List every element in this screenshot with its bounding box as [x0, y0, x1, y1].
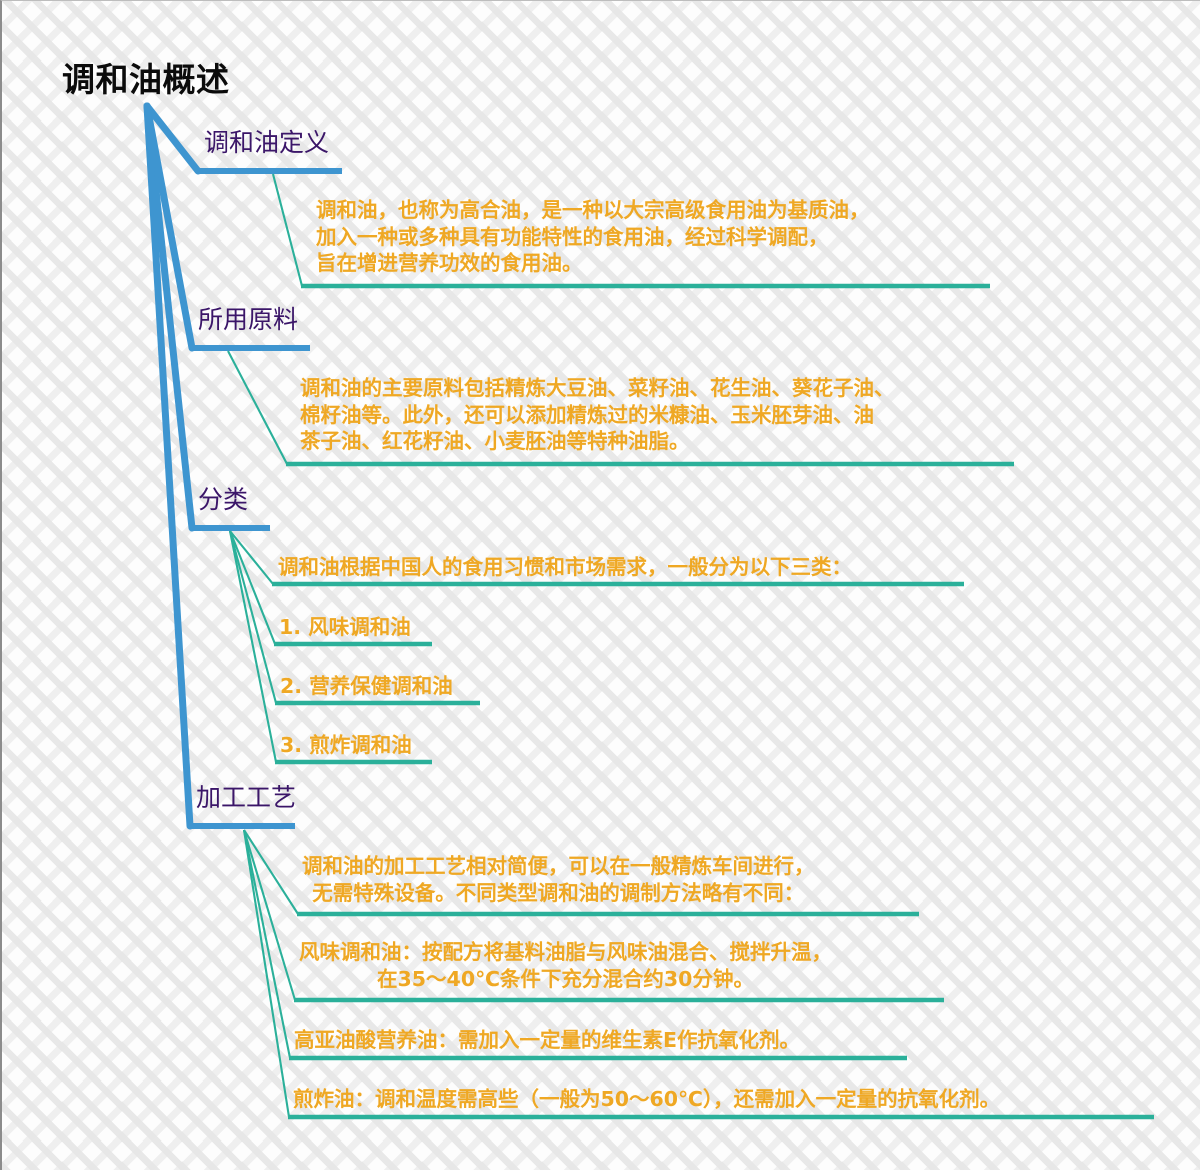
branch-node-classification[interactable]: 分类 [192, 485, 254, 518]
connector-processing-frying [242, 829, 291, 1118]
branch-label-classification: 分类 [198, 485, 249, 514]
leaf-node-processing-intro[interactable]: 调和油的加工工艺相对简便，可以在一般精炼车间进行， 无需特殊设备。不同类型调和油… [302, 853, 815, 910]
leaf-node-processing-frying[interactable]: 煎炸油：调和温度需高些（一般为50～60℃），还需加入一定量的抗氧化剂。 [293, 1086, 1000, 1117]
leaf-line: 旨在增进营养功效的食用油。 [316, 251, 583, 276]
connector-classification-item-2 [228, 530, 278, 704]
connector-definition-body [271, 173, 304, 287]
leaf-node-classification-item-1[interactable]: 1. 风味调和油 [279, 614, 411, 645]
leaf-node-definition-body[interactable]: 调和油，也称为高合油，是一种以大宗高级食用油为基质油， 加入一种或多种具有功能特… [316, 197, 870, 281]
leaf-node-raw-materials-body[interactable]: 调和油的主要原料包括精炼大豆油、菜籽油、花生油、葵花子油、 棉籽油等。此外，还可… [300, 375, 895, 459]
leaf-node-processing-flavor[interactable]: 风味调和油：按配方将基料油脂与风味油混合、搅拌升温， 在35～40℃条件下充分混… [299, 939, 832, 996]
leaf-line: 调和油的加工工艺相对简便，可以在一般精炼车间进行， [302, 854, 815, 878]
leaf-line: 调和油，也称为高合油，是一种以大宗高级食用油为基质油， [316, 198, 870, 222]
branch-label-raw-materials: 所用原料 [198, 305, 299, 334]
branch-node-raw-materials[interactable]: 所用原料 [192, 305, 304, 338]
leaf-line: 3. 煎炸调和油 [280, 733, 412, 757]
connector-classification-intro [229, 530, 274, 585]
leaf-line: 调和油的主要原料包括精炼大豆油、菜籽油、花生油、葵花子油、 [300, 376, 895, 400]
connector-raw-materials-body [227, 350, 288, 465]
leaf-node-classification-intro[interactable]: 调和油根据中国人的食用习惯和市场需求，一般分为以下三类： [278, 554, 852, 585]
connector-processing-flavor [242, 829, 297, 1001]
leaf-node-classification-item-3[interactable]: 3. 煎炸调和油 [280, 732, 412, 763]
leaf-line: 高亚油酸营养油：需加入一定量的维生素E作抗氧化剂。 [294, 1028, 801, 1052]
branch-label-processing: 加工工艺 [196, 783, 297, 812]
leaf-node-processing-linoleic[interactable]: 高亚油酸营养油：需加入一定量的维生素E作抗氧化剂。 [294, 1027, 800, 1058]
trunk-lines [143, 102, 202, 830]
leaf-line: 调和油根据中国人的食用习惯和市场需求，一般分为以下三类： [278, 555, 852, 579]
branch-node-definition[interactable]: 调和油定义 [198, 128, 335, 161]
connector-processing-intro [243, 829, 299, 915]
branch-node-processing[interactable]: 加工工艺 [190, 783, 302, 816]
leaf-line: 2. 营养保健调和油 [280, 674, 453, 698]
trunk-line-classification [143, 102, 196, 532]
branch-label-definition: 调和油定义 [204, 128, 330, 157]
leaf-line: 在35～40℃条件下充分混合约30分钟。 [377, 966, 754, 991]
leaf-line: 无需特殊设备。不同类型调和油的调制方法略有不同： [312, 880, 805, 905]
trunk-line-processing [143, 102, 194, 830]
leaf-line: 棉籽油等。此外，还可以添加精炼过的米糠油、玉米胚芽油、油 [300, 402, 874, 427]
leaf-line: 1. 风味调和油 [279, 615, 411, 639]
leaf-node-classification-item-2[interactable]: 2. 营养保健调和油 [280, 673, 453, 704]
trunk-line-raw-materials [143, 102, 196, 352]
leaf-line: 风味调和油：按配方将基料油脂与风味油混合、搅拌升温， [299, 940, 832, 964]
leaf-line: 煎炸油：调和温度需高些（一般为50～60℃），还需加入一定量的抗氧化剂。 [293, 1087, 1001, 1111]
connector-classification-item-3 [228, 530, 278, 763]
page-title: 调和油概述 [62, 60, 230, 99]
leaf-line: 加入一种或多种具有功能特性的食用油，经过科学调配， [316, 224, 829, 249]
connector-processing-linoleic [242, 829, 292, 1059]
trunk-line-definition [143, 102, 202, 175]
connector-classification-item-1 [229, 530, 276, 645]
leaf-line: 茶子油、红花籽油、小麦胚油等特种油脂。 [300, 429, 690, 454]
